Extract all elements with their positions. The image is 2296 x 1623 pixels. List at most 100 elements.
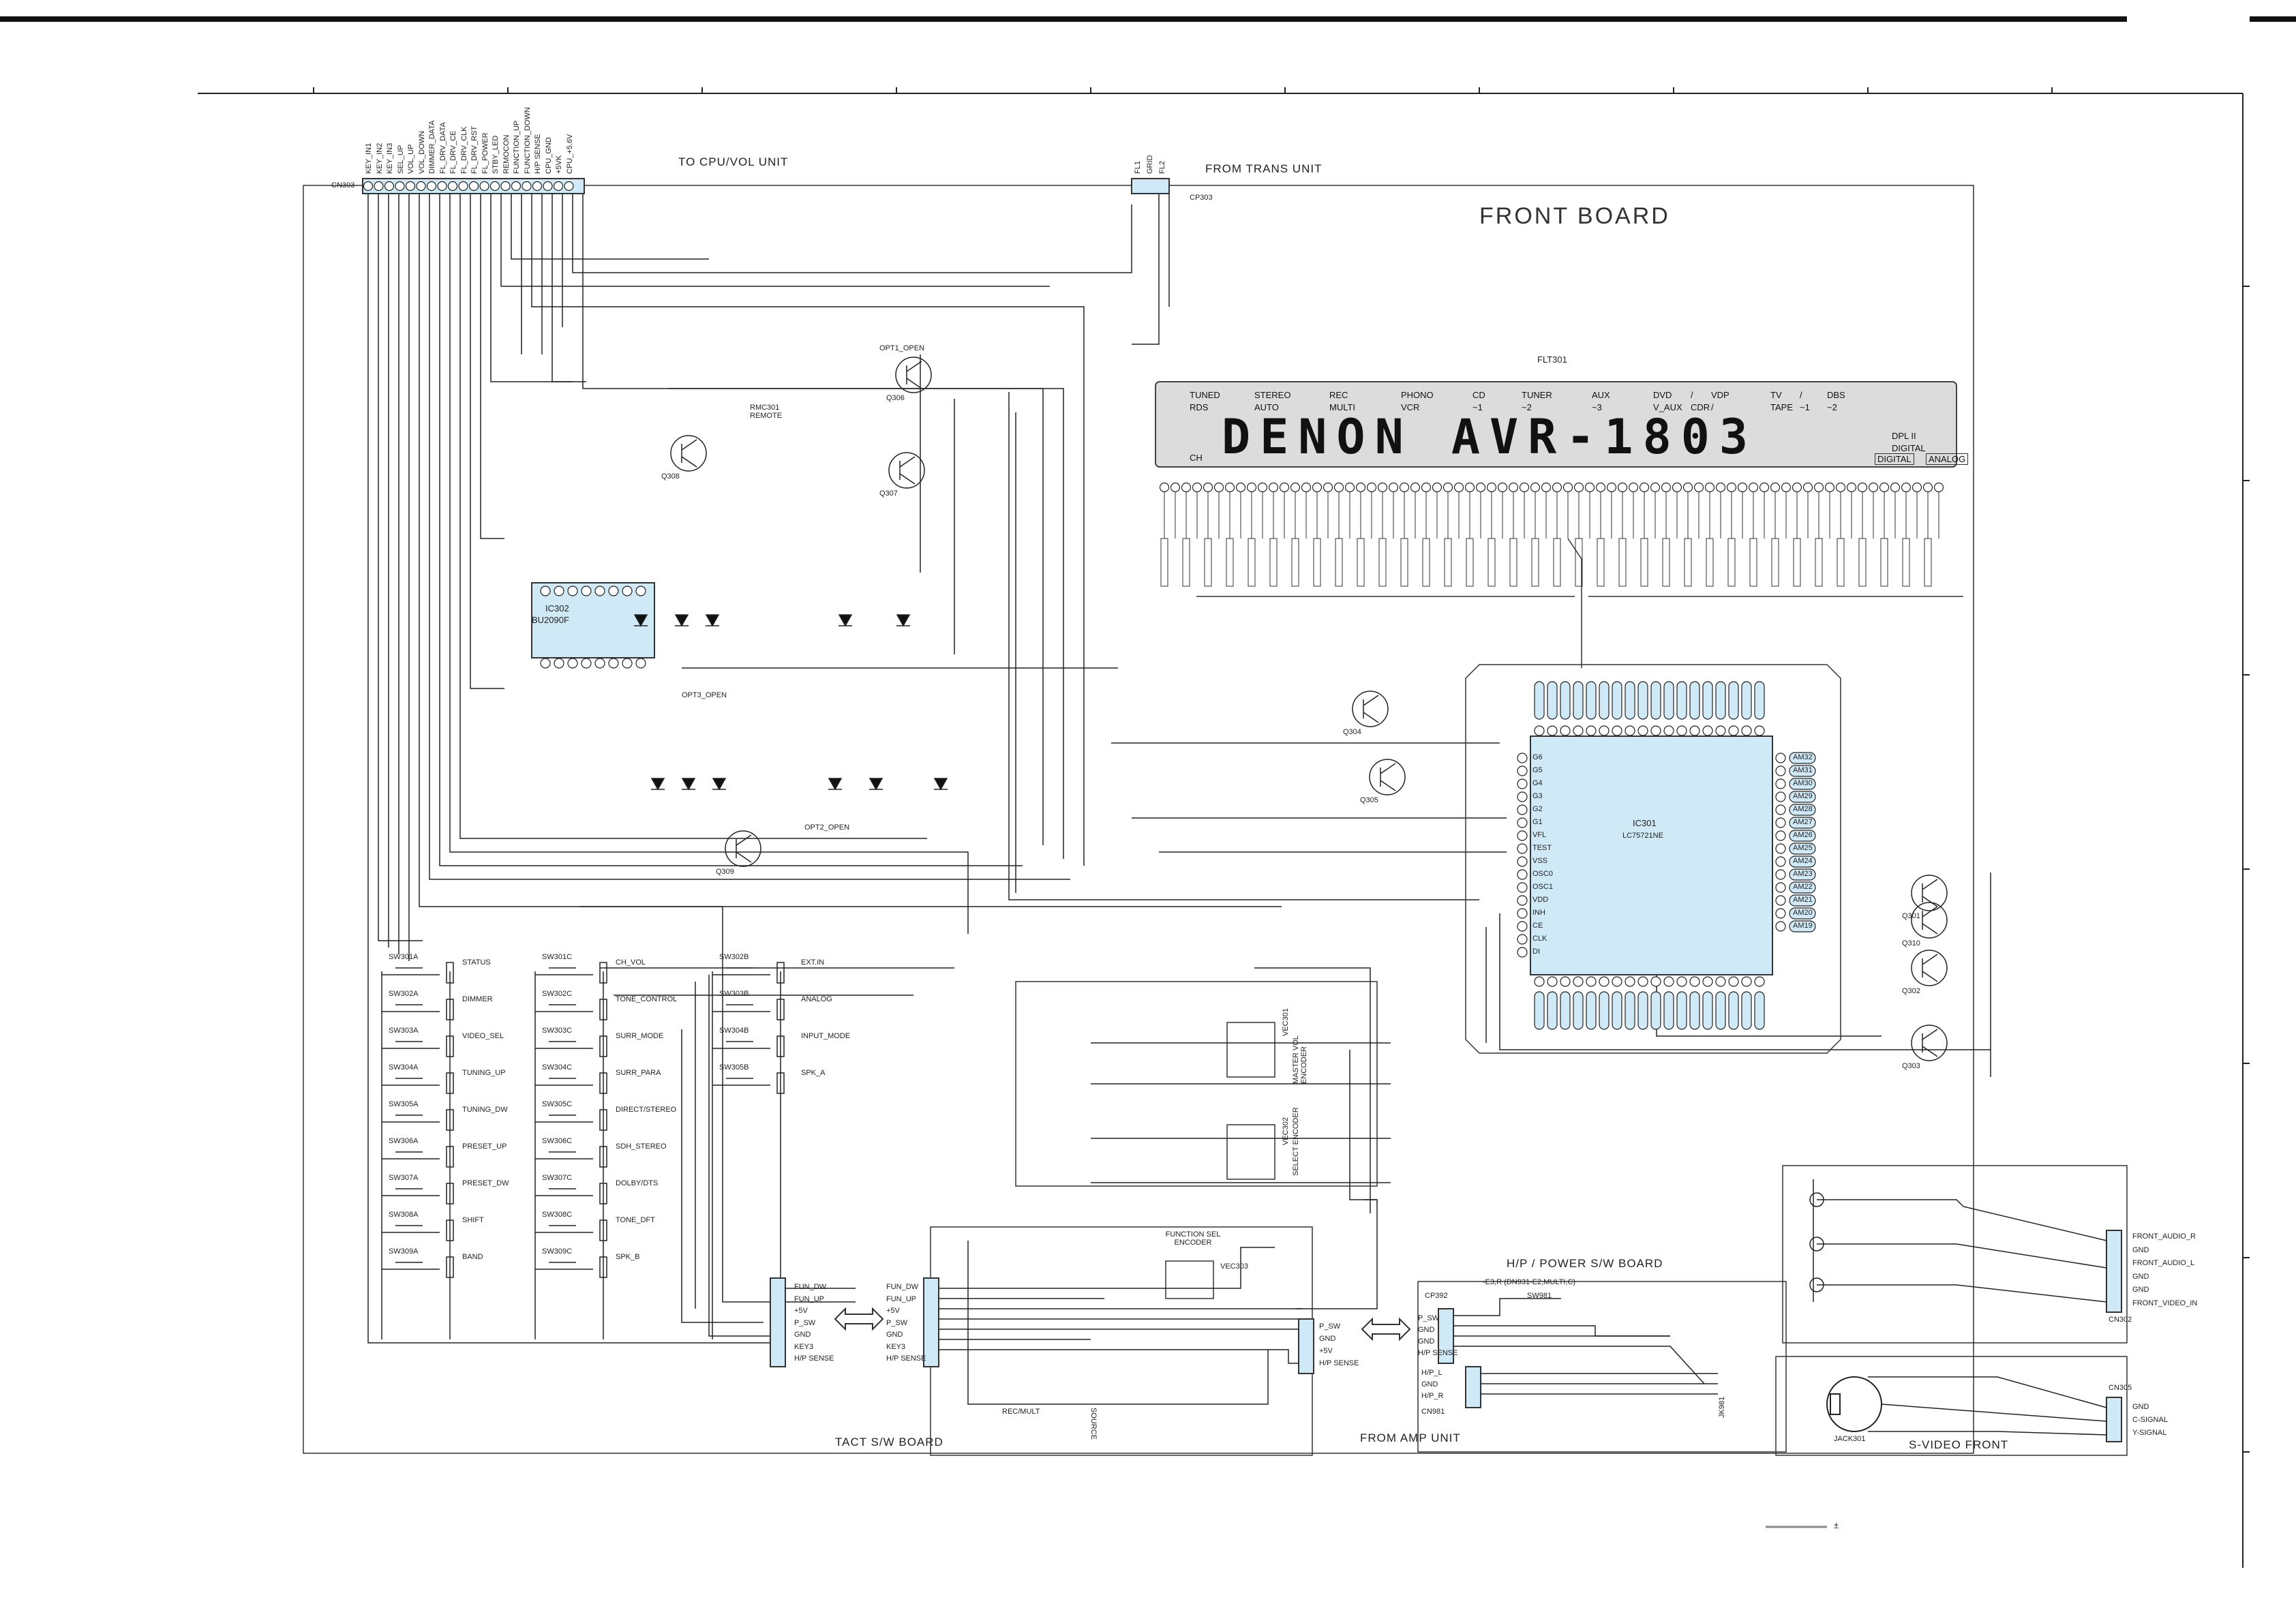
cn303-pin — [511, 181, 522, 192]
vfd-top-label: PHONO — [1401, 390, 1434, 400]
ic301-bottom-tag — [1650, 991, 1661, 1030]
legend-plusminus: ± — [1834, 1520, 1839, 1530]
vfd-bottom-label: ~2 — [1827, 402, 1837, 412]
vfd-pin — [1552, 482, 1562, 493]
vfd-pin — [1366, 482, 1377, 493]
ic301-top-tag — [1741, 681, 1752, 720]
ic301-bottom-tag — [1612, 991, 1622, 1030]
tact-source-label: SOURCE — [1089, 1408, 1098, 1440]
transistor-label: Q310 — [1902, 939, 1920, 947]
switch-ref: SW308A — [389, 1211, 419, 1219]
tact-board-outline — [930, 1226, 1313, 1456]
transistor-collector — [1922, 879, 1938, 890]
hp-note: -E3,R (DN931-E2,MULTI,C) — [1483, 1278, 1576, 1286]
front-av-pin-name: GND — [2132, 1286, 2149, 1294]
vfd-pin — [1246, 482, 1257, 493]
vfd-pin — [1333, 482, 1344, 493]
transistor-emitter — [899, 473, 916, 485]
vfd-bottom-label: ~1 — [1800, 402, 1810, 412]
vfd-pin — [1257, 482, 1268, 493]
cn981-pin-name: H/P_L — [1421, 1369, 1442, 1377]
switch-ref: SW306A — [389, 1137, 419, 1145]
switch-label: SDH_STEREO — [616, 1142, 667, 1151]
vfd-top-label: STEREO — [1254, 390, 1291, 400]
switch-label: INPUT_MODE — [801, 1032, 851, 1040]
ic301-right-pin — [1775, 753, 1786, 763]
ic301-top-pin — [1573, 725, 1584, 736]
cn981-pin-name: H/P_R — [1421, 1392, 1444, 1400]
cn301-pin-name: FUN_DW — [886, 1283, 919, 1291]
switch-label: STATUS — [462, 958, 491, 967]
ic301-top-tag — [1637, 681, 1648, 720]
transistor-q304 — [1352, 691, 1389, 727]
ic302-top-pin — [567, 586, 578, 596]
transistor-label: Q301 — [1902, 912, 1920, 920]
cn303-pin — [447, 181, 458, 192]
opt1-label: OPT1_OPEN — [879, 344, 925, 352]
vfd-segment-text: DENON AVR-1803 — [1222, 409, 1758, 465]
ic301-bottom-pin — [1637, 976, 1648, 987]
ic301-right-pin — [1775, 895, 1786, 906]
ic301-left-pin — [1517, 869, 1528, 880]
switch-label: TONE_DFT — [616, 1216, 655, 1224]
ic301-top-pin — [1637, 725, 1648, 736]
cp392-pin-name: H/P SENSE — [1418, 1349, 1458, 1357]
ic301-right-pin — [1775, 830, 1786, 841]
cn303-pin-name: FUNCTION_DOWN — [523, 107, 532, 174]
vfd-pin — [1595, 482, 1606, 493]
vfd-pin-resistor — [1400, 538, 1408, 587]
cn303-pin — [479, 181, 489, 192]
vfd-bottom-label: / — [1711, 402, 1714, 412]
vfd-bottom-label: ~2 — [1522, 402, 1532, 412]
ic301-right-pin — [1775, 869, 1786, 880]
ic301-left-pin — [1517, 921, 1528, 932]
ic301-left-pin — [1517, 778, 1528, 789]
ic301-right-tag — [1789, 778, 1816, 790]
front-av-pin-name: FRONT_AUDIO_R — [2132, 1232, 2196, 1241]
switch-ref: SW304B — [719, 1027, 749, 1035]
vfd-pin — [1486, 482, 1497, 493]
vfd-bottom-label: AUTO — [1254, 402, 1279, 412]
ic301-right-pin — [1775, 843, 1786, 854]
vfd-pin — [1159, 482, 1170, 493]
ic301-right-tag — [1789, 868, 1816, 881]
vfd-pin-resistor — [1924, 538, 1932, 587]
svideo-key — [1830, 1393, 1841, 1415]
vfd-pin-resistor — [1706, 538, 1714, 587]
select-encoder-label: SELECT ENCODER — [1292, 1107, 1300, 1176]
cn303-pin — [553, 181, 564, 192]
ic301-left-pin-name: G2 — [1532, 805, 1543, 813]
ic301-bottom-tag — [1547, 991, 1558, 1030]
svideo-jack-label: JACK301 — [1834, 1435, 1866, 1443]
vfd-pin-resistor — [1269, 538, 1278, 587]
cn302-pin-name: GND — [1319, 1335, 1336, 1343]
switch-ref: SW309A — [389, 1247, 419, 1256]
ic301-left-pin — [1517, 830, 1528, 841]
ic301-top-tag — [1599, 681, 1610, 720]
cn303-pin-name: DIMMER_DATA — [428, 120, 436, 174]
ic301-left-pin — [1517, 804, 1528, 815]
vfd-pin — [1879, 482, 1890, 493]
vfd-pin — [1584, 482, 1595, 493]
vfd-bottom-label: CDR — [1691, 402, 1710, 412]
switch-label: PRESET_UP — [462, 1142, 507, 1151]
transistor-label: Q302 — [1902, 987, 1920, 995]
vfd-pin — [1475, 482, 1486, 493]
ic301-left-pin — [1517, 934, 1528, 945]
vfd-pin-resistor — [1291, 538, 1299, 587]
transistor-label: Q306 — [886, 394, 905, 402]
transistor-collector — [899, 456, 916, 468]
switch-ref: SW305A — [389, 1100, 419, 1108]
ic301-right-tag — [1789, 830, 1816, 842]
vfd-pin — [1170, 482, 1181, 493]
cp392-pin-name: GND — [1418, 1326, 1435, 1334]
ic301-left-pin-name: INH — [1532, 909, 1545, 917]
cn303-pin — [458, 181, 468, 192]
vfd-pin — [1639, 482, 1650, 493]
ic301-bottom-pin — [1534, 976, 1545, 987]
vfd-pin — [1279, 482, 1290, 493]
ic302-top-pin — [635, 586, 646, 596]
vfd-pin — [1890, 482, 1901, 493]
cn301-pin-name: P_SW — [886, 1318, 908, 1327]
switch-label: EXT.IN — [801, 958, 825, 967]
